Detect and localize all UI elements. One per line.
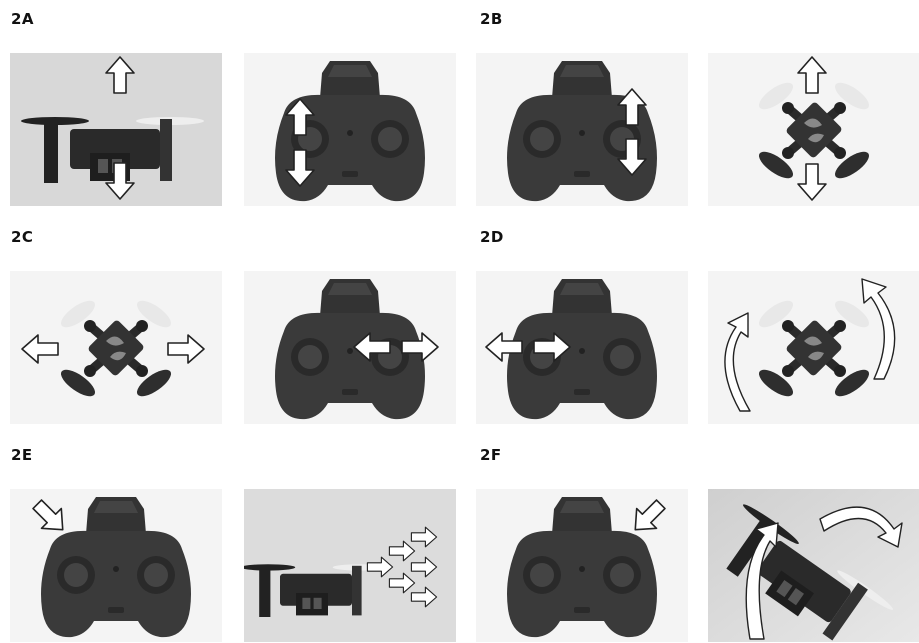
section-label-2d: 2D xyxy=(480,228,504,246)
figure-2d-drone-top xyxy=(708,271,919,424)
figure-2c-drone-top xyxy=(10,271,222,424)
figure-2e-controller xyxy=(10,489,222,642)
section-label-2e: 2E xyxy=(11,446,33,464)
section-label-2f: 2F xyxy=(480,446,502,464)
figure-2c-controller xyxy=(244,271,456,424)
figure-2f-drone-tilted xyxy=(708,489,919,642)
figure-2b-drone-top xyxy=(708,53,919,206)
figure-2e-drone-side xyxy=(244,489,456,642)
section-label-2a: 2A xyxy=(11,10,34,28)
figure-2f-controller xyxy=(476,489,688,642)
section-label-2c: 2C xyxy=(11,228,33,246)
section-label-2b: 2B xyxy=(480,10,503,28)
figure-2a-drone-side xyxy=(10,53,222,206)
figure-2b-controller xyxy=(476,53,688,206)
figure-2a-controller xyxy=(244,53,456,206)
figure-2d-controller xyxy=(476,271,688,424)
